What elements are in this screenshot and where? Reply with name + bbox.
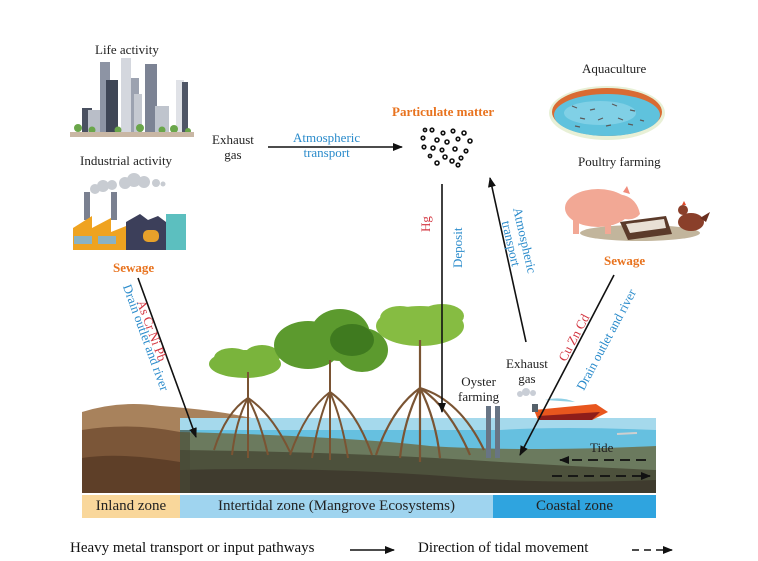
hg-label: Hg [418,216,433,232]
arrow-atmospheric-up [488,177,527,343]
legend-tidal-label: Direction of tidal movement [418,540,589,556]
zone-intertidal: Intertidal zone (Mangrove Ecosystems) [180,495,493,518]
boat-icon [517,388,638,435]
zone-coastal: Coastal zone [493,495,656,518]
exhaust-gas-right-label: Exhaust gas [506,356,548,386]
zone-inland: Inland zone [82,495,180,518]
oyster-farming-icon [486,406,500,458]
arrow-right-drain [519,274,615,456]
oyster-farming-label: Oyster farming [458,374,500,404]
arrow-left-drain [137,277,197,438]
aquaculture-label: Aquaculture [582,61,647,76]
atmospheric-transport-top-label: Atmospheric transport [293,130,361,160]
livestock-icon [565,186,710,241]
mangrove-tree-icon [209,345,291,458]
exhaust-gas-top-label: Exhaust gas [212,132,254,162]
transport-arrows [137,143,615,456]
particulate-matter-label: Particulate matter [392,104,495,119]
life-activity-label: Life activity [95,42,159,57]
tide-label: Tide [590,440,614,455]
sewage-right-label: Sewage [604,253,646,268]
city-skyline-icon [70,58,194,137]
tide-arrows [552,456,651,480]
poultry-farming-label: Poultry farming [578,154,661,169]
deposit-label: Deposit [450,227,465,268]
factory-icon [73,173,186,250]
sewage-left-label: Sewage [113,260,155,275]
legend-transport-label: Heavy metal transport or input pathways [70,540,315,556]
industrial-activity-label: Industrial activity [80,153,173,168]
aquaculture-pond-icon [549,86,665,140]
particulate-matter-icon [420,127,473,168]
mangrove-tree-icon [274,309,388,460]
